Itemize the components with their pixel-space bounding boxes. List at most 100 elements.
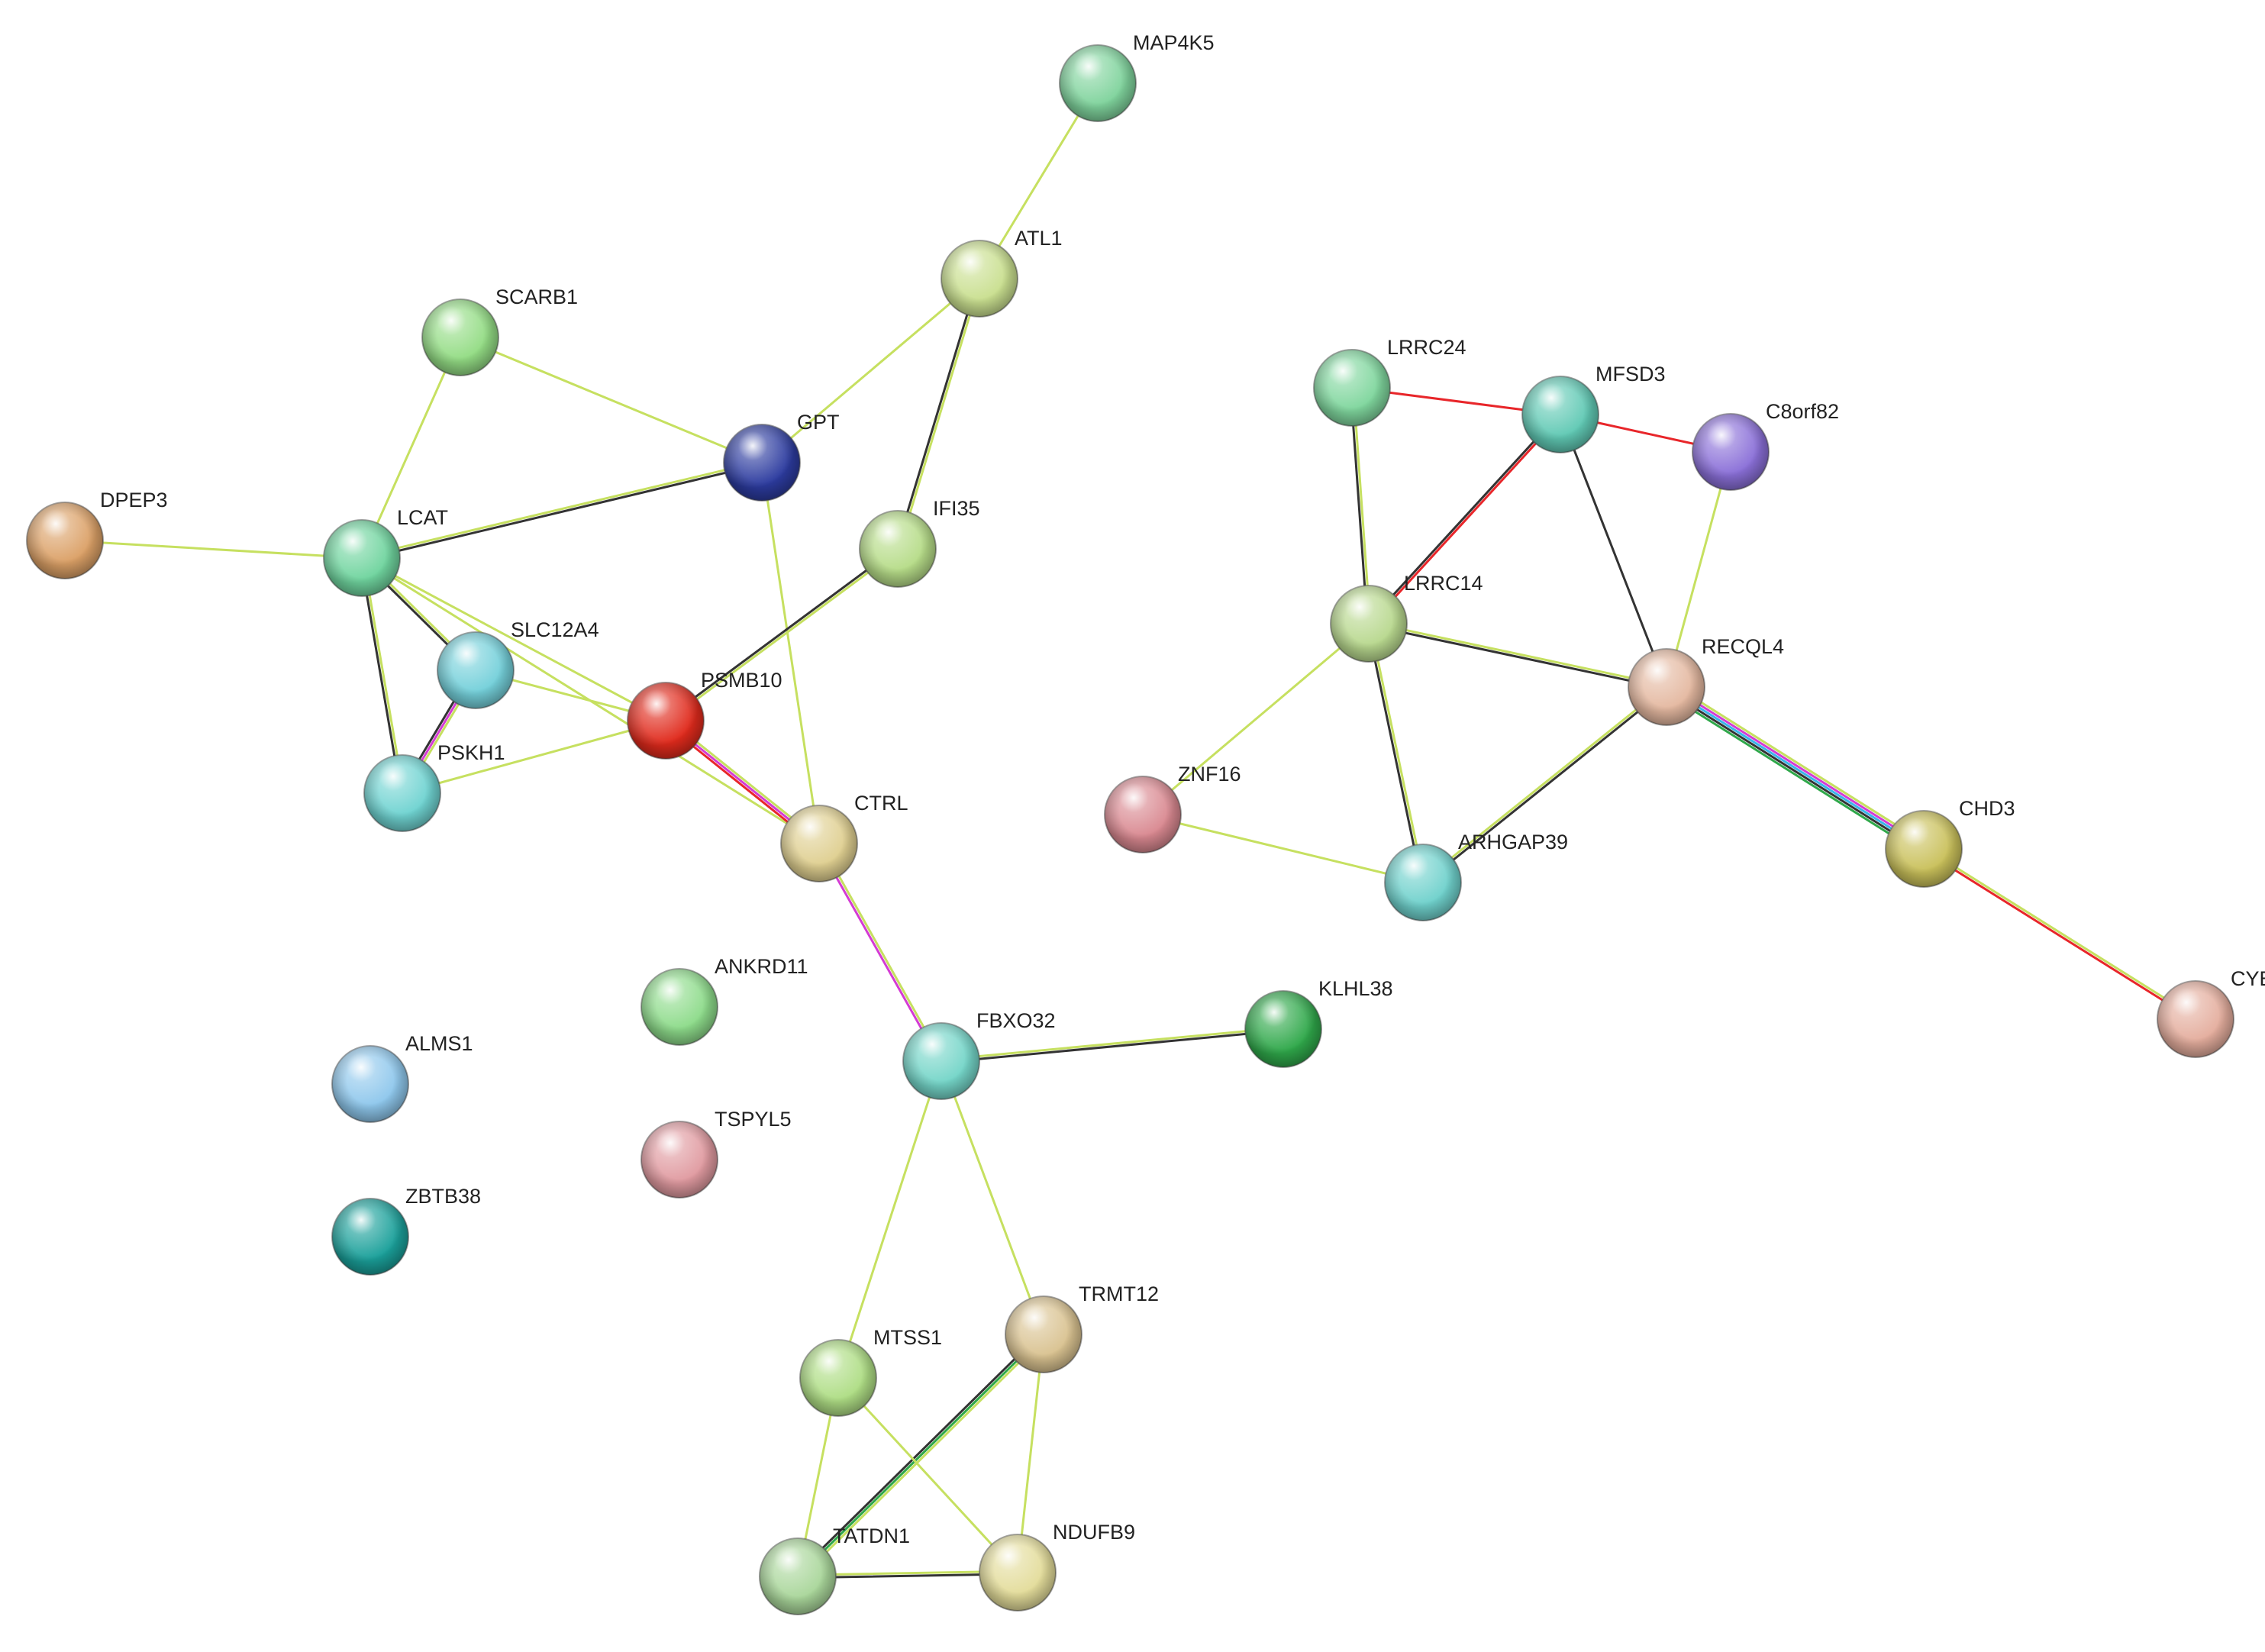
edge-evidence-coexpression (1663, 688, 1924, 853)
edge-evidence-coexpression (359, 557, 402, 795)
node-label: ALMS1 (405, 1032, 473, 1055)
node-highlight (1886, 811, 1962, 887)
edge-evidence-textmining (1016, 1333, 1045, 1574)
edge-atl1-gpt (760, 277, 981, 464)
node-label: C8orf82 (1766, 400, 1839, 423)
node-label: ZNF16 (1178, 763, 1241, 786)
node-gpt[interactable]: GPT (723, 411, 840, 502)
node-cyb5[interactable]: CYB5 (2157, 967, 2265, 1058)
edge-evidence-textmining (837, 1060, 943, 1379)
node-pskh1[interactable]: PSKH1 (363, 741, 505, 832)
edge-evidence-textmining (837, 1376, 1019, 1574)
node-label: GPT (797, 411, 840, 434)
edge-evidence-coexpression (1349, 386, 1369, 625)
edge-arhgap39-recql4 (1421, 685, 1669, 885)
node-label: NDUFB9 (1053, 1521, 1135, 1544)
edge-evidence-textmining (1668, 681, 1928, 846)
node-c8orf82[interactable]: C8orf82 (1692, 400, 1839, 491)
edge-mfsd3-recql4 (1559, 413, 1668, 689)
node-dpep3[interactable]: DPEP3 (26, 489, 168, 579)
node-label: TATDN1 (833, 1525, 910, 1547)
edge-evidence-textmining (360, 336, 462, 560)
edge-evidence-textmining (401, 719, 667, 795)
edge-dpep3-lcat (63, 539, 363, 560)
node-ankrd11[interactable]: ANKRD11 (640, 955, 808, 1046)
edge-trmt12-tatdn1 (795, 1331, 1047, 1580)
node-alms1[interactable]: ALMS1 (331, 1032, 473, 1123)
edge-fbxo32-klhl38 (940, 1026, 1285, 1064)
node-zbtb38[interactable]: ZBTB38 (331, 1185, 481, 1276)
node-ifi35[interactable]: IFI35 (859, 497, 980, 588)
node-lrrc14[interactable]: LRRC14 (1330, 572, 1483, 663)
node-psmb10[interactable]: PSMB10 (627, 669, 782, 760)
edge-znf16-arhgap39 (1141, 813, 1424, 884)
node-label: DPEP3 (100, 489, 168, 511)
node-highlight (364, 755, 440, 831)
node-highlight (1522, 376, 1599, 453)
edge-trmt12-ndufb9 (1016, 1333, 1045, 1574)
edge-evidence-textmining (1352, 386, 1372, 625)
edge-recql4-chd3 (1662, 681, 1928, 855)
edge-evidence-databases (1665, 686, 1925, 850)
node-label: ATL1 (1015, 227, 1063, 250)
node-label: IFI35 (933, 497, 980, 520)
node-highlight (903, 1023, 979, 1099)
edge-lcat-pskh1 (359, 557, 405, 795)
edge-evidence-textmining (940, 1060, 1045, 1336)
node-mfsd3[interactable]: MFSD3 (1521, 363, 1666, 453)
node-highlight (324, 520, 400, 596)
edge-evidence-textmining (940, 1026, 1285, 1061)
edge-evidence-textmining (819, 841, 944, 1062)
node-label: TRMT12 (1079, 1283, 1159, 1305)
node-recql4[interactable]: RECQL4 (1628, 635, 1784, 726)
node-chd3[interactable]: CHD3 (1885, 797, 2015, 888)
node-fbxo32[interactable]: FBXO32 (902, 1009, 1056, 1100)
edge-evidence-textmining (898, 278, 982, 550)
node-lrrc24[interactable]: LRRC24 (1313, 336, 1466, 427)
edge-mfsd3-lrrc14 (1366, 412, 1563, 626)
node-arhgap39[interactable]: ARHGAP39 (1384, 831, 1568, 921)
node-tspyl5[interactable]: TSPYL5 (640, 1108, 792, 1199)
node-trmt12[interactable]: TRMT12 (1005, 1283, 1159, 1373)
edge-pskh1-psmb10 (401, 719, 667, 795)
node-highlight (437, 632, 514, 708)
node-highlight (800, 1340, 876, 1416)
node-ndufb9[interactable]: NDUFB9 (979, 1521, 1135, 1612)
node-ctrl[interactable]: CTRL (780, 792, 908, 882)
node-label: CYB5 (2231, 967, 2265, 990)
node-highlight (1005, 1296, 1082, 1373)
edge-evidence-textmining (665, 548, 900, 723)
node-label: FBXO32 (976, 1009, 1056, 1032)
node-znf16[interactable]: ZNF16 (1104, 763, 1241, 853)
node-label: PSMB10 (701, 669, 782, 692)
edge-evidence-coexpression (663, 547, 899, 721)
node-highlight (332, 1199, 408, 1275)
edge-chd3-cyb5 (1921, 847, 2198, 1021)
node-highlight (628, 682, 704, 759)
edge-ctrl-fbxo32 (816, 841, 944, 1063)
node-highlight (1331, 586, 1407, 662)
node-highlight (1385, 844, 1461, 921)
edge-gpt-ctrl (760, 461, 821, 845)
node-map4k5[interactable]: MAP4K5 (1059, 31, 1215, 122)
edge-evidence-textmining (1367, 621, 1668, 687)
node-slc12a4[interactable]: SLC12A4 (437, 618, 599, 709)
node-scarb1[interactable]: SCARB1 (421, 286, 578, 376)
edge-fbxo32-trmt12 (940, 1060, 1045, 1336)
edge-lrrc14-znf16 (1141, 622, 1370, 816)
edge-evidence-textmining (1665, 450, 1732, 689)
node-klhl38[interactable]: KLHL38 (1244, 977, 1393, 1068)
edge-evidence-coexpression (1422, 686, 1669, 885)
node-lcat[interactable]: LCAT (323, 506, 448, 597)
node-label: ZBTB38 (405, 1185, 481, 1208)
node-highlight (1060, 45, 1136, 121)
node-highlight (422, 299, 498, 376)
edge-evidence-experiments (1666, 683, 1927, 848)
node-atl1[interactable]: ATL1 (941, 227, 1063, 318)
edge-scarb1-gpt (459, 336, 763, 464)
node-tatdn1[interactable]: TATDN1 (759, 1525, 910, 1615)
node-mtss1[interactable]: MTSS1 (799, 1326, 942, 1417)
node-highlight (781, 805, 857, 882)
node-highlight (760, 1538, 836, 1615)
